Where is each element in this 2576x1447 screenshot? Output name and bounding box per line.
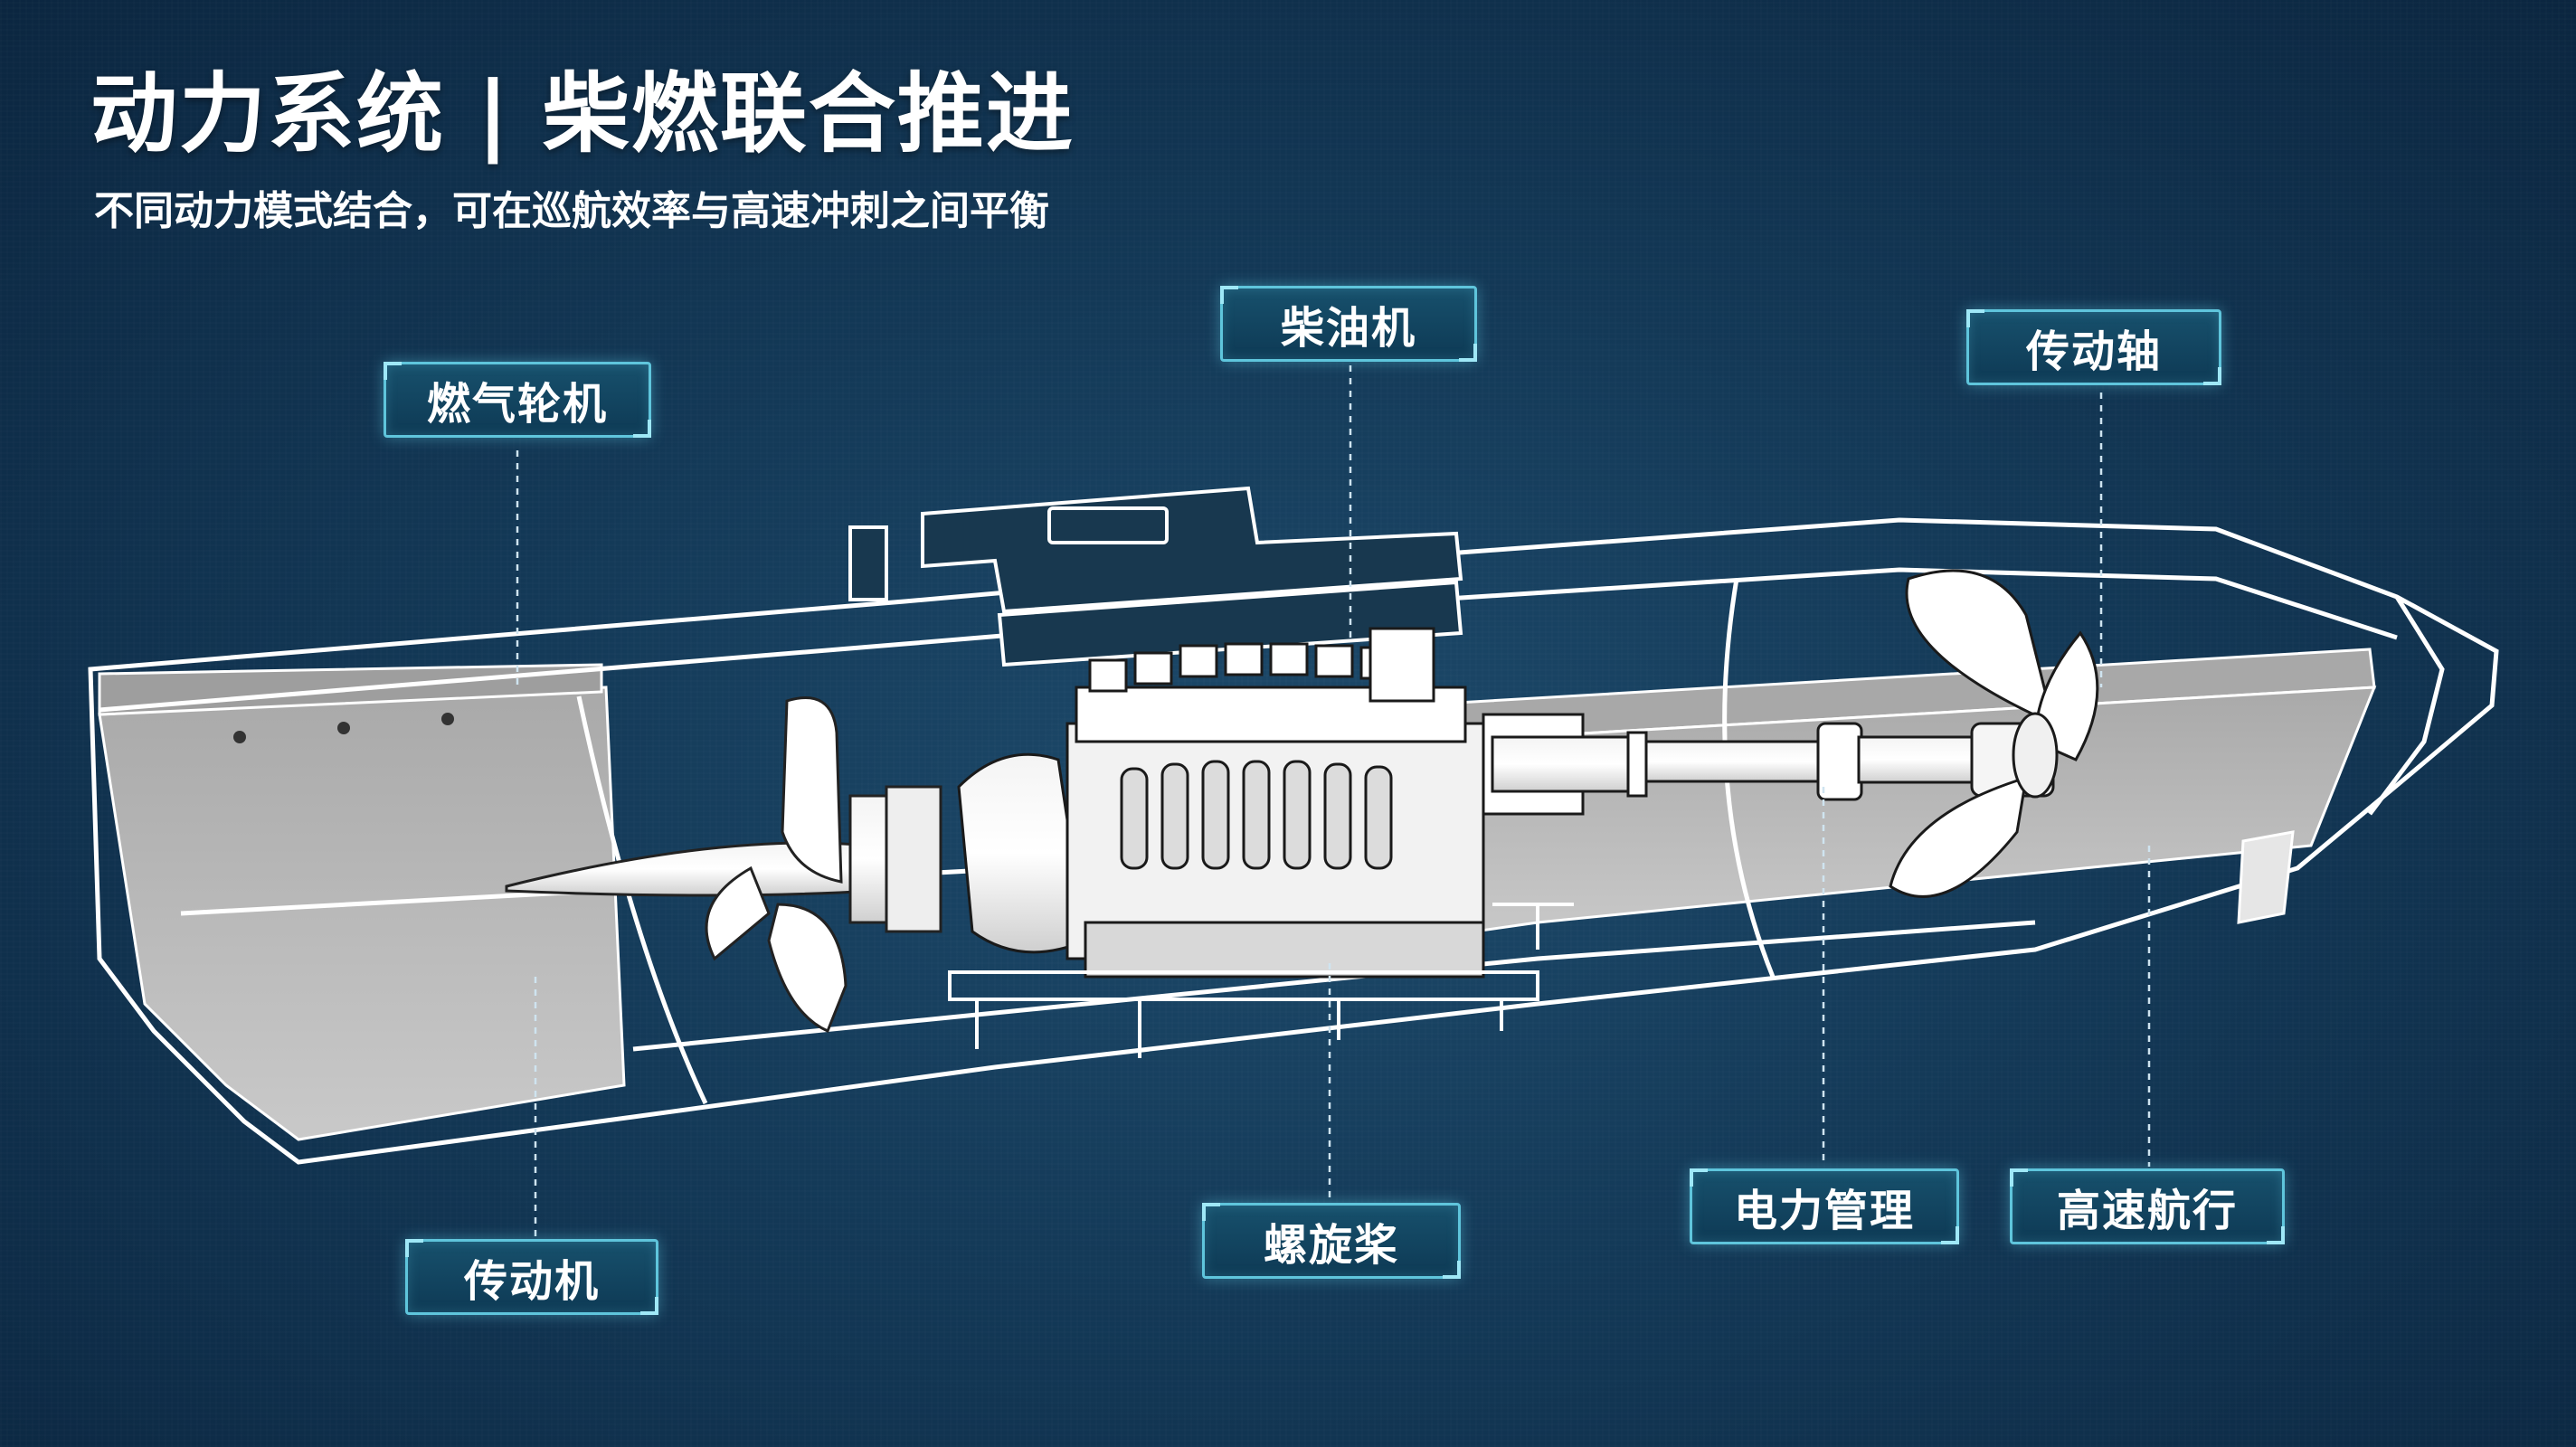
page-subtitle: 不同动力模式结合，可在巡航效率与高速冲刺之间平衡: [94, 188, 1049, 234]
label-high-speed: 高速航行: [2010, 1168, 2285, 1244]
label-diesel-engine: 柴油机: [1220, 286, 1477, 362]
label-drive-shaft: 传动轴: [1966, 309, 2221, 385]
label-power-management: 电力管理: [1690, 1168, 1959, 1244]
label-gas-turbine: 燃气轮机: [384, 362, 651, 438]
label-propeller: 螺旋桨: [1202, 1203, 1461, 1279]
front-propeller-assembly: [1889, 569, 2099, 898]
rear-propeller-assembly: [505, 696, 942, 1034]
keel-fin: [2237, 830, 2295, 924]
leader-lines: [516, 365, 2151, 1239]
superstructure: [848, 486, 1463, 667]
page-title: 动力系统 | 柴燃联合推进: [90, 63, 1075, 165]
label-transmission: 传动机: [405, 1239, 658, 1315]
